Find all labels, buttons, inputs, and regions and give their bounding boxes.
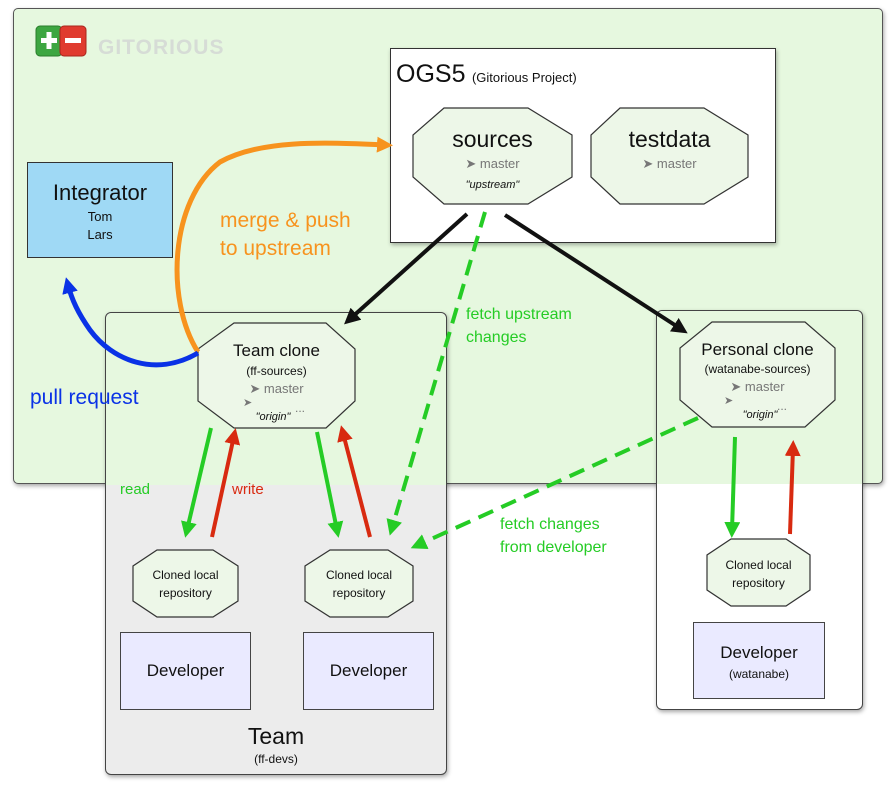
project-subtitle: (Gitorious Project) — [471, 70, 577, 85]
team-clone-more: ... — [295, 401, 306, 415]
team-clone-name: Team clone — [233, 341, 320, 360]
personal-clone-more: ... — [777, 399, 788, 413]
read-arrow-1 — [181, 427, 213, 538]
local-repo-1-line2: repository — [159, 586, 212, 600]
local-repo-octagon-3 — [706, 538, 811, 607]
local-repo-octagon-1 — [132, 549, 239, 618]
integrator-box — [27, 162, 173, 258]
personal-clone-branch-2: ➤ — [724, 394, 733, 407]
branch-arrow-icon: ➤ — [243, 397, 253, 409]
testdata-repo-octagon — [590, 107, 749, 205]
developer-3-sub: (watanabe) — [728, 667, 790, 681]
team-clone-branch: ➤ master — [249, 381, 304, 396]
branch-arrow-icon: ➤ — [724, 395, 734, 407]
merge-push-label-2: to upstream — [220, 237, 331, 260]
developer-1-label: Developer — [146, 661, 225, 680]
read-arrow-2 — [315, 431, 344, 538]
sources-to-personal-clone-arrow — [503, 213, 688, 334]
branch-arrow-icon: ➤ — [465, 156, 477, 171]
fetch-upstream-label-2: changes — [466, 329, 527, 346]
developer-box-1 — [120, 632, 251, 710]
local-repo-3-line2: repository — [732, 576, 785, 590]
branch-arrow-icon: ➤ — [730, 379, 742, 394]
local-repo-1-line1: Cloned local — [152, 568, 219, 582]
branch-arrow-icon: ➤ — [249, 381, 261, 396]
team-title: Team — [247, 723, 305, 749]
branch-arrow-icon: ➤ — [642, 156, 654, 171]
write-arrow-2 — [337, 425, 372, 538]
project-title-main: OGS5 — [396, 60, 466, 88]
team-clone-sub: (ff-sources) — [246, 364, 307, 378]
developer-2-label: Developer — [329, 661, 408, 680]
personal-clone-name: Personal clone — [701, 340, 814, 359]
local-repo-octagon-2 — [304, 549, 414, 618]
read-arrow-3 — [724, 436, 741, 538]
team-sub: (ff-devs) — [254, 752, 298, 766]
personal-clone-tag: "origin" — [742, 409, 778, 421]
sources-repo-octagon — [412, 107, 573, 205]
integrator-member-1: Tom — [87, 209, 113, 224]
team-clone-octagon — [197, 322, 356, 429]
merge-push-label-1: merge & push — [220, 209, 351, 232]
write-arrow-1 — [210, 428, 241, 538]
pull-request-arrow — [62, 277, 200, 368]
fetch-upstream-label-1: fetch upstream — [466, 306, 572, 323]
local-repo-3-line1: Cloned local — [725, 558, 792, 572]
sources-name: sources — [452, 126, 533, 152]
gitorious-logo-icon — [35, 25, 87, 57]
developer-box-2 — [303, 632, 434, 710]
developer-3-label: Developer — [720, 643, 798, 662]
local-repo-2-line1: Cloned local — [325, 568, 393, 582]
personal-clone-branch: ➤ master — [730, 379, 785, 394]
read-label: read — [120, 481, 151, 498]
integrator-title: Integrator — [52, 180, 148, 205]
fetch-developer-label-1: fetch changes — [500, 516, 600, 533]
personal-clone-sub: (watanabe-sources) — [704, 362, 811, 376]
integrator-member-2: Lars — [87, 227, 113, 242]
logo-text: GITORIOUS — [98, 36, 225, 59]
testdata-branch: ➤ master — [642, 156, 697, 171]
team-clone-branch-2: ➤ — [243, 396, 252, 409]
team-clone-tag: "origin" — [255, 411, 291, 423]
sources-tag: "upstream" — [465, 179, 520, 191]
write-label: write — [232, 481, 264, 498]
fetch-developer-dashed-arrow — [410, 416, 699, 549]
write-arrow-3 — [784, 440, 801, 535]
sources-to-team-clone-arrow — [344, 212, 469, 325]
fetch-upstream-dashed-arrow — [386, 211, 487, 536]
fetch-developer-label-2: from developer — [500, 539, 607, 556]
project-title: OGS5 (Gitorious Project) — [396, 60, 577, 89]
pull-request-label: pull request — [30, 386, 139, 409]
testdata-name: testdata — [628, 126, 711, 152]
personal-clone-octagon — [679, 321, 836, 428]
developer-box-3 — [693, 622, 825, 699]
merge-push-arrow — [174, 136, 393, 354]
local-repo-2-line2: repository — [332, 586, 386, 600]
sources-branch: ➤ master — [465, 156, 520, 171]
